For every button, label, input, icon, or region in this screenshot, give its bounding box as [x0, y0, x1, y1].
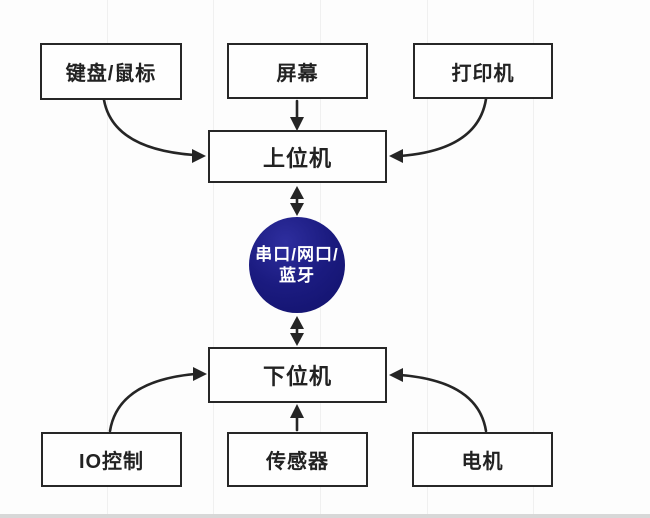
node-comm-hub-circle: 串口/网口/ 蓝牙: [249, 217, 345, 313]
background-seam: [213, 0, 214, 518]
node-slave-computer-label: 下位机: [262, 364, 332, 389]
bottom-edge-strip: [0, 514, 650, 518]
arrow-hub-slave-double: [290, 316, 304, 346]
arrow-host-hub-double: [290, 186, 304, 216]
node-motor: 电机: [412, 432, 553, 487]
node-keyboard-mouse: 键盘/鼠标: [40, 43, 182, 100]
arrow-screen-to-host: [290, 99, 304, 131]
node-printer: 打印机: [413, 43, 553, 99]
node-host-computer: 上位机: [208, 130, 387, 183]
node-screen-label: 屏幕: [276, 62, 319, 85]
node-io-control-label: IO控制: [78, 451, 145, 473]
arrow-printer-to-host: [389, 97, 488, 163]
background-seam: [533, 0, 534, 518]
arrow-keyboard-to-host: [102, 98, 206, 163]
background-seam: [107, 0, 108, 518]
arrow-sensor-to-slave: [290, 404, 304, 432]
node-host-computer-label: 上位机: [262, 145, 332, 171]
node-sensor-label: 传感器: [266, 451, 329, 473]
node-screen: 屏幕: [227, 43, 368, 99]
node-slave-computer: 下位机: [208, 347, 387, 403]
node-keyboard-mouse-label: 键盘/鼠标: [65, 63, 157, 85]
node-comm-hub-label-line2: 蓝牙: [279, 266, 315, 285]
node-motor-label: 电机: [461, 451, 504, 473]
node-comm-hub-label-line1: 串口/网口/: [255, 244, 339, 264]
node-sensor: 传感器: [227, 432, 368, 487]
arrow-io-to-slave: [108, 367, 207, 433]
node-printer-label: 打印机: [451, 62, 515, 85]
node-io-control: IO控制: [41, 432, 182, 487]
arrow-motor-to-slave: [389, 368, 488, 433]
background-seam: [427, 0, 428, 518]
